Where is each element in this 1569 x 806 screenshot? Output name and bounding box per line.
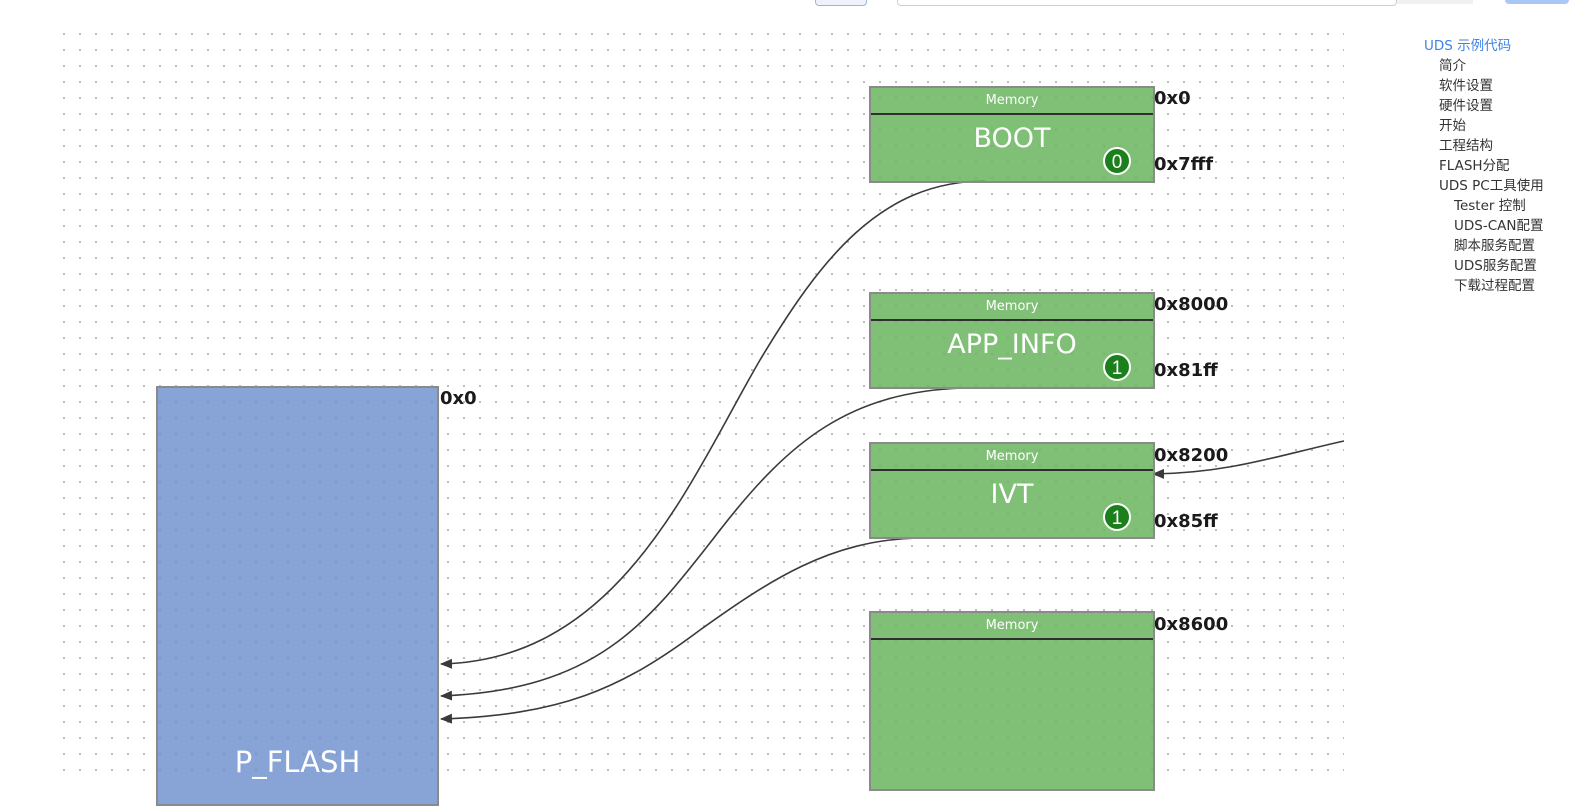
table-of-contents: UDS 示例代码 简介 软件设置 硬件设置 开始 工程结构 FLASH分配 UD… [1424,36,1569,296]
memory-block-boot[interactable]: Memory BOOT 0 [869,86,1155,183]
memory-index-badge: 0 [1103,147,1131,175]
memory-name: BOOT [973,123,1051,154]
toc-subitem-tester-control[interactable]: Tester 控制 [1454,198,1526,214]
toc-item-pc-tool-usage[interactable]: UDS PC工具使用 [1439,178,1544,194]
toc-title[interactable]: UDS 示例代码 [1424,38,1512,54]
toc-item-start[interactable]: 开始 [1439,118,1466,134]
pflash-start-address: 0x0 [440,388,477,409]
memory-index-badge: 1 [1103,503,1131,531]
toc-subitem-uds-can-config[interactable]: UDS-CAN配置 [1454,218,1544,234]
pflash-label: P_FLASH [234,745,361,779]
toolbar-spacer [1397,0,1473,4]
memory-index-badge: 1 [1103,353,1131,381]
block-0x8600-start-address: 0x8600 [1154,614,1229,635]
memory-name: APP_INFO [947,329,1077,360]
toc-item-hardware-setup[interactable]: 硬件设置 [1439,98,1493,114]
toc-item-software-setup[interactable]: 软件设置 [1439,78,1493,94]
toc-subitem-script-service-config[interactable]: 脚本服务配置 [1454,238,1535,254]
toolbar-primary-button[interactable] [1505,0,1569,4]
toolbar-search-input[interactable] [897,0,1397,6]
app-info-start-address: 0x8000 [1154,294,1229,315]
memory-type-label: Memory [871,444,1153,471]
boot-start-address: 0x0 [1154,88,1191,109]
memory-type-label: Memory [871,294,1153,321]
toc-item-flash-allocation[interactable]: FLASH分配 [1439,158,1510,174]
toolbar-button[interactable] [815,0,867,6]
toc-item-intro[interactable]: 简介 [1439,58,1466,74]
ivt-start-address: 0x8200 [1154,445,1229,466]
memory-type-label: Memory [871,613,1153,640]
memory-type-label: Memory [871,88,1153,115]
boot-end-address: 0x7fff [1154,154,1214,175]
ivt-end-address: 0x85ff [1154,511,1218,532]
memory-block-app-info[interactable]: Memory APP_INFO 1 [869,292,1155,389]
toc-subitem-download-config[interactable]: 下载过程配置 [1454,278,1535,294]
toc-item-project-structure[interactable]: 工程结构 [1439,138,1493,154]
app-info-end-address: 0x81ff [1154,360,1218,381]
toc-subitem-uds-service-config[interactable]: UDS服务配置 [1454,258,1537,274]
pflash-block[interactable]: P_FLASH [156,386,439,806]
memory-block-0x8600[interactable]: Memory [869,611,1155,791]
memory-name: IVT [990,479,1034,510]
memory-block-ivt[interactable]: Memory IVT 1 [869,442,1155,539]
